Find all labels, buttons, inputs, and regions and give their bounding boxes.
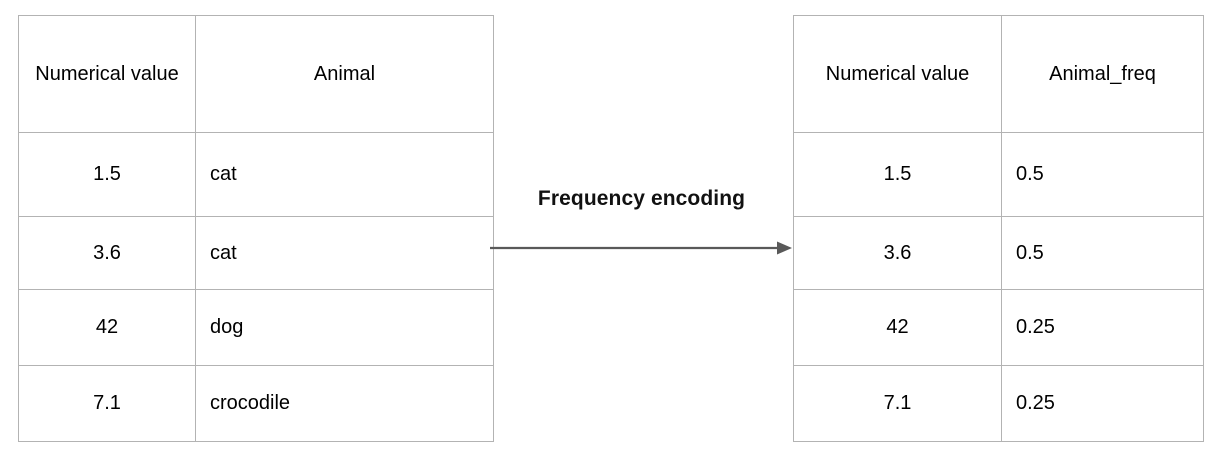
- column-header-numerical-value: Numerical value: [18, 15, 196, 133]
- table-row: 42 dog: [18, 289, 494, 366]
- table-row: 7.1 crocodile: [18, 365, 494, 442]
- cell-animal: dog: [195, 289, 494, 366]
- cell-animal: cat: [195, 132, 494, 217]
- table-row: 7.1 0.25: [793, 365, 1204, 442]
- transform-annotation: Frequency encoding: [489, 186, 794, 260]
- table-row: 1.5 cat: [18, 132, 494, 217]
- cell-animal-freq: 0.25: [1001, 365, 1204, 442]
- cell-numerical-value: 7.1: [18, 365, 196, 442]
- source-table: Numerical value Animal 1.5 cat 3.6 cat 4…: [18, 15, 494, 442]
- table-row: 3.6 cat: [18, 216, 494, 290]
- cell-numerical-value: 1.5: [18, 132, 196, 217]
- cell-animal: cat: [195, 216, 494, 290]
- table-row: 42 0.25: [793, 289, 1204, 366]
- column-header-animal-freq: Animal_freq: [1001, 15, 1204, 133]
- cell-animal-freq: 0.5: [1001, 132, 1204, 217]
- table-header-row: Numerical value Animal_freq: [793, 15, 1204, 133]
- cell-numerical-value: 42: [793, 289, 1002, 366]
- column-header-numerical-value: Numerical value: [793, 15, 1002, 133]
- cell-numerical-value: 3.6: [793, 216, 1002, 290]
- cell-animal-freq: 0.25: [1001, 289, 1204, 366]
- transform-label: Frequency encoding: [537, 187, 746, 210]
- encoded-table: Numerical value Animal_freq 1.5 0.5 3.6 …: [793, 15, 1204, 442]
- arrow-right-icon: [490, 241, 792, 255]
- table-header-row: Numerical value Animal: [18, 15, 494, 133]
- cell-numerical-value: 1.5: [793, 132, 1002, 217]
- table-row: 3.6 0.5: [793, 216, 1204, 290]
- cell-animal: crocodile: [195, 365, 494, 442]
- cell-numerical-value: 7.1: [793, 365, 1002, 442]
- cell-animal-freq: 0.5: [1001, 216, 1204, 290]
- cell-numerical-value: 3.6: [18, 216, 196, 290]
- cell-numerical-value: 42: [18, 289, 196, 366]
- column-header-animal: Animal: [195, 15, 494, 133]
- table-row: 1.5 0.5: [793, 132, 1204, 217]
